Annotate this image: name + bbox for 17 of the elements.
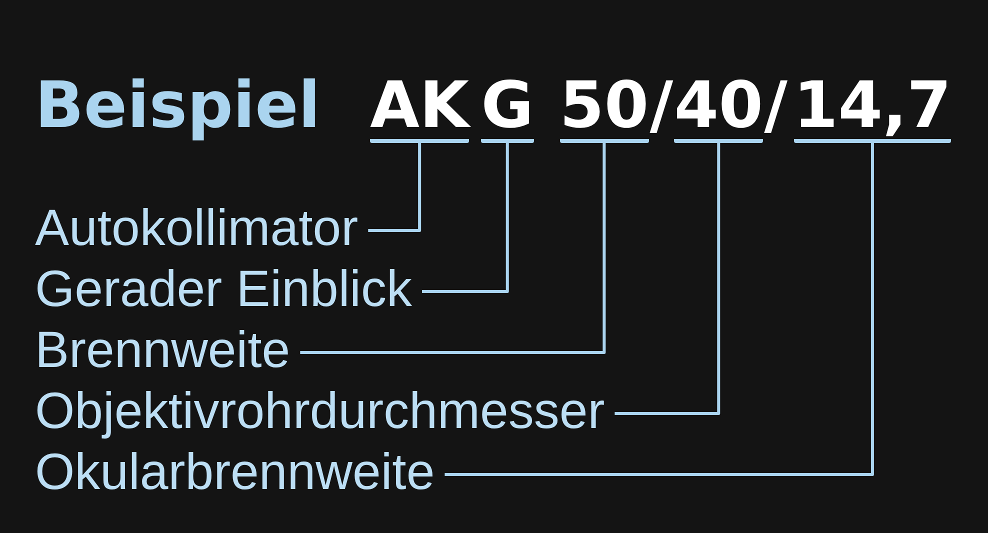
term-label: Okularbrennweite xyxy=(35,446,435,497)
underlined-code-part: 14,7 xyxy=(794,74,952,143)
underlined-code-part: G xyxy=(481,74,534,143)
leader-line xyxy=(300,143,606,354)
leader-line xyxy=(368,143,422,232)
leader-line xyxy=(614,143,720,416)
underlined-code-part: 50 xyxy=(560,74,649,143)
underlined-code-part: AK xyxy=(370,74,470,143)
leader-line xyxy=(422,143,509,294)
underlined-code-part: 40 xyxy=(674,74,764,143)
code-separator: / xyxy=(650,74,674,138)
term-label: Autokollimator xyxy=(35,202,358,253)
code-separator: / xyxy=(764,74,788,138)
title: Beispiel xyxy=(35,74,320,138)
term-label: Gerader Einblick xyxy=(35,263,412,314)
term-label: Brennweite xyxy=(35,324,290,375)
leader-line xyxy=(444,143,874,476)
